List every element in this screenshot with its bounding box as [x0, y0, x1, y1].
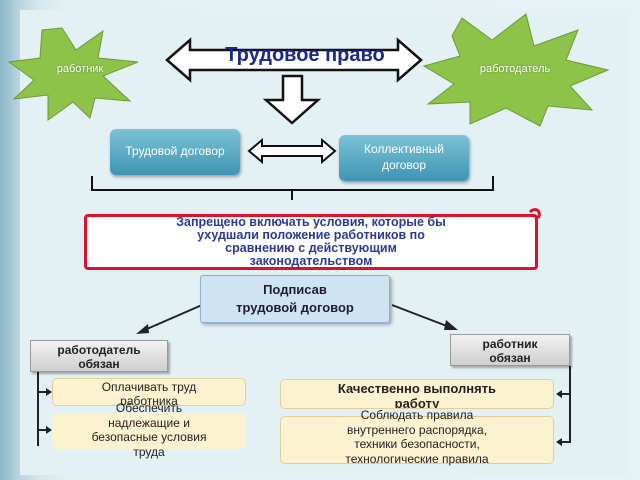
employer-duties-header: работодатель обязан	[30, 340, 168, 372]
arrow-to-employee-head	[444, 320, 458, 330]
collective-contract-box: Коллективный договор	[339, 135, 469, 181]
employer-header-line-1: работодатель	[57, 343, 141, 357]
arrow-to-employer	[139, 304, 203, 333]
employee-duties-header: работник обязан	[450, 334, 570, 366]
employer-star-label: работодатель	[479, 63, 551, 75]
employer-duty-conditions-line-3: безопасные условия	[91, 430, 207, 444]
employer-header-line-2: обязан	[78, 357, 120, 371]
employee-duty-quality-line-1: Качественно выполнять	[337, 381, 497, 396]
employee-duty-rules-line-3: техники безопасности,	[354, 437, 480, 451]
collective-contract-label: Коллективный договор	[364, 142, 444, 172]
employer-duty-pay-line-2: работника	[120, 394, 178, 406]
employee-list-bracket	[558, 366, 571, 443]
employee-header-line-1: работник	[482, 337, 538, 351]
employer-bracket-arrowhead-2	[46, 426, 52, 434]
employee-duty-quality-line-2: работу	[394, 396, 440, 409]
employer-duty-conditions-line-1: Обеспечить	[115, 401, 183, 415]
employer-duty-conditions-line-4: труда	[133, 444, 165, 459]
prohibition-text: Запрещено включать условия, которые бы у…	[96, 216, 526, 268]
prohibition-box	[84, 214, 538, 270]
employee-duty-rules	[280, 416, 554, 464]
employee-bracket-arrowhead-1	[556, 390, 562, 398]
worker-star-shape	[7, 27, 139, 121]
employer-duty-pay-line-1: Оплачивать труд	[101, 380, 197, 394]
employee-duty-rules-line-1: Соблюдать правила	[360, 408, 474, 422]
employee-duty-rules-text: Соблюдать правила внутреннего распорядка…	[280, 408, 554, 466]
page-title: Трудовое право	[225, 44, 385, 66]
arrow-to-employer-head	[136, 324, 149, 334]
employer-duty-conditions	[52, 413, 246, 449]
contracts-double-arrow	[247, 137, 337, 165]
scroll-curl	[528, 208, 541, 219]
labor-contract-label: Трудовой договор	[125, 144, 225, 159]
employee-duty-rules-line-4: технологические правила	[345, 451, 489, 466]
employee-duty-rules-line-2: внутреннего распорядка,	[347, 422, 487, 437]
employer-bracket-arrowhead-1	[46, 388, 52, 396]
signing-line-1: Подписав	[263, 282, 327, 298]
employer-duty-pay: Оплачивать труд работника	[52, 378, 246, 406]
worker-star-label: работник	[56, 63, 104, 75]
employer-duty-conditions-text: Обеспечить надлежащие и безопасные услов…	[52, 401, 246, 459]
signing-line-2: трудовой договор	[236, 300, 354, 315]
employee-header-line-2: обязан	[489, 351, 531, 365]
title-double-arrow	[165, 37, 423, 83]
prohibition-line-3: сравнению с действующим	[225, 241, 397, 255]
employer-duty-conditions-line-2: надлежащие и	[108, 415, 190, 430]
prohibition-line-4: законодательством	[249, 254, 373, 268]
signing-box: Подписав трудовой договор	[200, 275, 390, 323]
employer-list-bracket	[37, 370, 50, 446]
employee-duty-quality: Качественно выполнять работу	[280, 379, 554, 409]
employee-bracket-arrowhead-2	[556, 438, 562, 446]
down-arrow	[262, 74, 322, 125]
employer-star-shape	[422, 13, 610, 127]
labor-contract-box: Трудовой договор	[110, 129, 240, 175]
arrow-to-employee	[391, 304, 453, 329]
contracts-brace	[91, 176, 494, 200]
prohibition-line-2: ухудшали положение работников по	[197, 228, 425, 242]
prohibition-line-1: Запрещено включать условия, которые бы	[176, 215, 446, 229]
